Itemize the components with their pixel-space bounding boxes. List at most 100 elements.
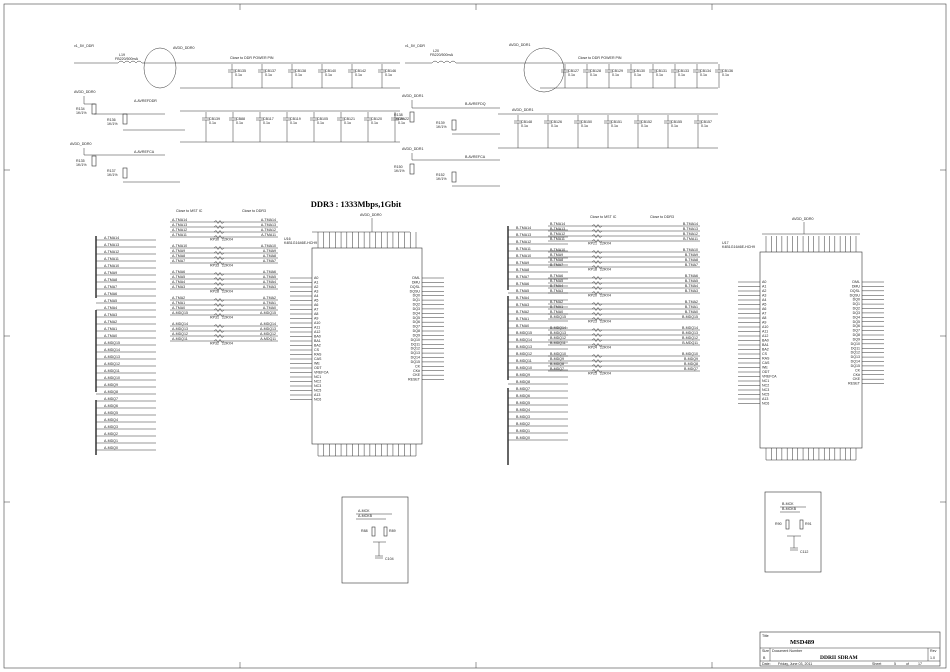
bus-net-label: A-MDQ5 — [104, 411, 118, 415]
chip-pin-name: NC6 — [314, 398, 321, 402]
chip-pin-name: DQ3 — [413, 307, 420, 311]
rpack-ref: RP30 — [210, 238, 219, 242]
bus-net-label: B-MDQ10 — [516, 366, 532, 370]
bus-net-label: B-MDQ7 — [516, 387, 530, 391]
capacitor-value: 0.1u — [568, 73, 575, 77]
chip-pin-name: DQ4 — [413, 311, 420, 315]
title-value: MSD489 — [790, 639, 815, 646]
capacitor-value: 0.1u — [656, 73, 663, 77]
bus-net-label: B-TMA11 — [516, 247, 531, 251]
net-label-in: A-MDQ11 — [172, 337, 188, 341]
rpack-resistor — [213, 235, 225, 239]
chip-pin-name: DQ6 — [413, 320, 420, 324]
chip-u17: AVDD_DDR0 U17 K4B1G1646E-HCH9 A0A1A2A3A4… — [722, 217, 884, 461]
capacitor-ref: CB137 — [265, 69, 276, 73]
chip-pin-name: DQ2 — [853, 307, 860, 311]
chip-pin-name: CS — [314, 348, 320, 352]
chip-pin-name: DQ0 — [853, 298, 860, 302]
capacitor-value: 0.1u — [265, 73, 272, 77]
net-label-out: A-TMA2 — [263, 296, 276, 300]
net-label-in: B-TMA14 — [550, 222, 565, 226]
rpack-ref: RP23 — [588, 320, 597, 324]
net-avdd-ddr1-bus: AVDD_DDR1 — [512, 108, 534, 112]
net-label-out: B-TMA12 — [683, 232, 698, 236]
net-label-out: B-MDQ10 — [682, 352, 698, 356]
rpack-resistor — [591, 354, 603, 358]
capacitor-ref: CB133 — [678, 69, 689, 73]
net-label-out: A-MDQ11 — [260, 337, 276, 341]
chip-pin-name: NC3 — [314, 384, 321, 388]
rpack-resistor — [213, 303, 225, 307]
rpack-resistor — [591, 239, 603, 243]
chip-pin-name: DQ15 — [851, 364, 860, 368]
bus-net-label: B-MDQ5 — [516, 401, 530, 405]
rpack-value: 22RX4 — [222, 290, 233, 294]
rpack-ref: RP21 — [588, 242, 597, 246]
chip-pin-name: A11 — [762, 330, 768, 334]
clock-right-r1: R90 — [775, 522, 782, 526]
rpack-resistor — [591, 229, 603, 233]
chip-pin-name: NC2 — [762, 384, 769, 388]
bus-net-label: B-TMA6 — [516, 282, 529, 286]
capacitor-ref: CB130 — [634, 69, 645, 73]
capacitor-value: 0.1u — [325, 73, 332, 77]
net-label-out: A-TMA5 — [263, 275, 276, 279]
net-label-in: A-TMA9 — [172, 249, 185, 253]
capacitor-value: 0.1u — [581, 124, 588, 128]
net-v15-ddr-left: v1_5V_DDR — [74, 44, 94, 48]
date-value: Friday, June 03, 2011 — [778, 662, 812, 666]
chip-pin-name: CS — [762, 352, 768, 356]
chip-pin-name: A10 — [314, 321, 320, 325]
resistor-r136-ref: R136 — [107, 118, 116, 122]
rpack-resistor — [213, 287, 225, 291]
bus-net-label: B-TMA0 — [516, 324, 529, 328]
chip-pin-name: DQ12 — [411, 347, 420, 351]
capacitor-value: 0.1u — [385, 73, 392, 77]
capacitor-ref: CB122 — [398, 117, 409, 121]
chip-pin-name: A1 — [762, 285, 766, 289]
left-bus: A-TMA14A-TMA13A-TMA12A-TMA11A-TMA10A-TMA… — [95, 236, 156, 455]
rpack-value: 22RX4 — [600, 320, 611, 324]
chip-pin-name: A9 — [762, 321, 766, 325]
capacitor-value: 0.1u — [611, 124, 618, 128]
chip-pin-name: DQ14 — [851, 360, 860, 364]
rpack-ref: RP20 — [588, 294, 597, 298]
bus-net-label: B-MDQ6 — [516, 394, 530, 398]
chip-u17-part: K4B1G1646E-HCH9 — [722, 245, 755, 249]
capacitor-value: 0.1u — [295, 73, 302, 77]
size-label: Size — [762, 649, 769, 653]
chip-pin-name: VREFCA — [314, 371, 329, 375]
net-label-in: A-TMA10 — [172, 244, 187, 248]
net-label-out: A-TMA12 — [261, 228, 276, 232]
rpack-ref: RP28 — [210, 290, 219, 294]
capacitor-ref: CB139 — [209, 117, 220, 121]
chip-pin-name: CK — [415, 364, 421, 368]
chip-pin-name: DQ13 — [851, 355, 860, 359]
date-label: Date: — [762, 662, 771, 666]
capacitor-ref: CB129 — [612, 69, 623, 73]
rpack-resistor — [591, 369, 603, 373]
chip-pin-name: DML — [412, 276, 420, 280]
chip-pin-name: DQ14 — [411, 356, 420, 360]
clock-right-net-n: B-MCKB — [782, 507, 797, 511]
note-close-mstic-left: Close to MST IC — [176, 209, 203, 213]
net-label-out: B-MDQ9 — [684, 357, 698, 361]
page-title: DDR3 : 1333Mbps,1Gbit — [311, 199, 402, 209]
net-label-in: B-MDQ10 — [550, 352, 566, 356]
bus-net-label: A-TMA3 — [104, 313, 117, 317]
clock-right-net-p: B-MCK — [782, 502, 794, 506]
rpack-resistor — [213, 308, 225, 312]
chip-pin-name: DQ5 — [413, 316, 420, 320]
sheet-label: Sheet — [872, 662, 881, 666]
net-avref-left2: A.AVREFCA — [134, 150, 155, 154]
note-close-power-right: Close to DDR POWER PIN — [578, 56, 622, 60]
net-label-in: B-TMA0 — [550, 310, 563, 314]
net-label-in: B-TMA6 — [550, 274, 563, 278]
rpack-ref: RP24 — [588, 346, 597, 350]
capacitor-value: 0.1u — [634, 73, 641, 77]
capacitor-ref: CB134 — [700, 69, 711, 73]
chip-pin-name: NC1 — [314, 375, 321, 379]
chip-pin-name: BA0 — [314, 335, 321, 339]
chip-pin-name: CK — [855, 368, 861, 372]
bus-net-label: B-MDQ14 — [516, 338, 532, 342]
